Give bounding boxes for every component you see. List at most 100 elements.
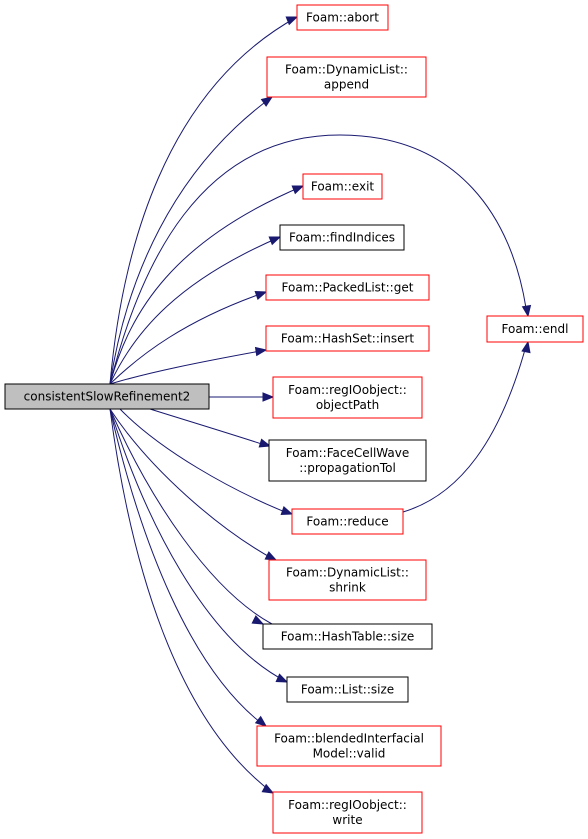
edge-arrowhead [521,340,531,354]
node-label: Foam::findIndices [289,231,395,245]
node-dl-append[interactable]: Foam::DynamicList::append [266,56,427,98]
edge-arrowhead [262,392,275,402]
node-packedlist-get[interactable]: Foam::PackedList::get [265,274,430,301]
edge-root-to-abort [109,16,299,385]
edge-root-to-hashset-insert [109,346,268,385]
node-label: Foam::exit [311,180,375,194]
edge-root-to-regio-objectpath [209,392,275,402]
node-label: Foam::DynamicList:: [286,566,409,580]
node-abort[interactable]: Foam::abort [296,4,389,31]
node-box [279,224,405,251]
node-root[interactable]: consistentSlowRefinement2 [4,383,210,410]
edge-line [109,16,298,385]
node-label: append [324,78,369,92]
node-box [286,676,409,703]
node-label: Foam::DynamicList:: [285,63,408,77]
edge-line [109,408,288,683]
node-findIndices[interactable]: Foam::findIndices [279,224,405,251]
node-label: Foam::regIOobject:: [288,798,407,812]
node-box [291,508,404,535]
edge-line [109,291,267,385]
edge-arrowhead [261,783,275,794]
node-box [266,56,427,98]
node-box [265,274,430,301]
edge-arrowhead [291,185,305,195]
node-reduce[interactable]: Foam::reduce [291,508,404,535]
node-box [272,376,423,419]
edge-reduce-to-endl [402,340,531,513]
node-hashset-insert[interactable]: Foam::HashSet::insert [265,325,430,352]
edge-arrowhead [268,236,282,246]
edge-arrowhead [254,346,268,357]
edge-arrowhead [251,615,265,625]
node-label: Foam::regIOobject:: [288,383,407,397]
edge-arrowhead [254,715,268,727]
node-box [4,383,210,410]
edge-arrowhead [285,16,299,26]
node-box [272,791,423,834]
edge-root-to-dl-shrink [109,408,278,561]
edge-root-to-exit [109,185,305,385]
node-hashtable-size[interactable]: Foam::HashTable::size [262,623,433,650]
edge-root-to-dl-append [109,96,274,385]
edge-root-to-regio-write [109,408,275,794]
node-label: Foam::FaceCellWave [286,446,409,460]
node-label: Foam::abort [306,11,379,25]
node-facecellwave-proptol[interactable]: Foam::FaceCellWave::propagationTol [268,439,427,482]
node-label: Foam::endl [502,322,569,336]
node-box [265,325,430,352]
edge-line [109,134,527,385]
node-box [296,4,389,31]
node-regio-write[interactable]: Foam::regIOobject::write [272,791,423,834]
edge-root-to-blended-valid [109,408,268,727]
edge-line [109,349,267,385]
call-edges [109,16,532,794]
node-endl[interactable]: Foam::endl [486,315,584,343]
edge-line [402,345,527,513]
node-label: write [332,813,362,827]
node-label: consistentSlowRefinement2 [24,390,191,404]
node-regio-objectpath[interactable]: Foam::regIOobject::objectPath [272,376,423,419]
edge-root-to-facecellwave-proptol [149,408,272,448]
edge-arrowhead [254,290,268,300]
node-label: shrink [329,581,366,595]
node-box [262,623,433,650]
edge-root-to-endl [109,134,532,385]
node-box [268,559,427,601]
edge-arrowhead [280,506,294,516]
node-label: Foam::List::size [301,683,394,697]
edge-line [109,408,276,561]
edge-line [109,408,273,625]
edge-arrowhead [260,96,274,107]
node-label: Foam::PackedList::get [282,281,414,295]
node-label: Foam::reduce [306,515,388,529]
edge-root-to-findIndices [109,236,282,385]
node-exit[interactable]: Foam::exit [302,173,383,200]
node-label: Foam::HashSet::insert [281,332,414,346]
edge-line [149,408,269,447]
edge-arrowhead [275,673,289,683]
call-graph-nodes: consistentSlowRefinement2 Foam::abortFoam… [4,4,584,834]
edge-arrowhead [521,304,532,318]
node-box [256,725,442,767]
node-dl-shrink[interactable]: Foam::DynamicList::shrink [268,559,427,601]
node-label: Foam::HashTable::size [281,630,415,644]
node-box [302,173,383,200]
edge-line [109,185,304,385]
node-list-size[interactable]: Foam::List::size [286,676,409,703]
edge-line [109,408,274,794]
edge-root-to-packedlist-get [109,290,268,385]
edge-root-to-reduce [119,408,294,516]
node-label: objectPath [316,398,379,412]
edge-line [109,236,281,385]
node-box [268,439,427,482]
edge-root-to-hashtable-size [109,408,273,625]
edge-line [109,96,273,385]
node-label: Model::valid [313,747,386,761]
edge-root-to-list-size [109,408,289,683]
node-box [486,315,584,343]
node-label: ::propagationTol [299,461,396,475]
edge-line [119,408,291,515]
